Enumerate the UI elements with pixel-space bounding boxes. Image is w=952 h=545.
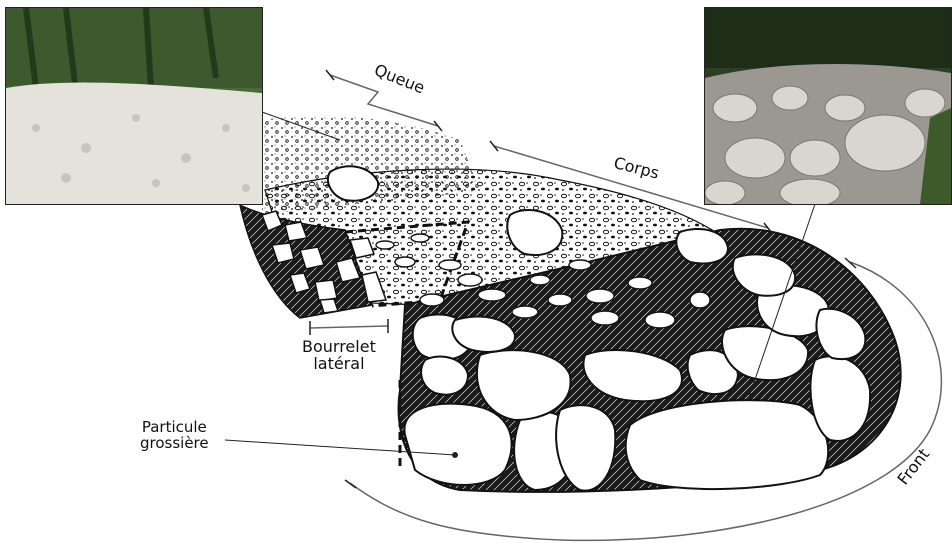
pebble <box>569 260 591 270</box>
pebble <box>548 294 572 306</box>
boulder <box>676 229 728 264</box>
debris-front-photo <box>704 7 952 205</box>
boulder <box>810 356 870 441</box>
pebble <box>645 312 675 328</box>
pebble <box>395 257 415 267</box>
pebble <box>478 289 506 301</box>
boulder <box>315 280 337 301</box>
pebble <box>420 294 444 306</box>
debris-tail-photo <box>5 7 263 205</box>
pebble <box>591 311 619 325</box>
particule-line-2: grossière <box>140 436 209 452</box>
particule-dot <box>453 453 458 458</box>
pebble <box>512 306 538 318</box>
pebble <box>458 274 482 286</box>
boulder <box>421 356 468 394</box>
bourrelet-lateral-label: Bourrelet latéral <box>302 339 376 373</box>
boulder <box>320 299 338 313</box>
boulder <box>328 166 378 200</box>
particule-grossiere-label: Particule grossière <box>140 420 209 452</box>
pebble <box>411 234 429 242</box>
boulder <box>626 400 829 489</box>
pebble <box>586 289 614 303</box>
bourrelet-line-2: latéral <box>302 356 376 373</box>
boulder <box>404 404 511 485</box>
pebble <box>376 241 394 249</box>
pebble <box>530 275 550 285</box>
pebble <box>439 260 461 270</box>
pebble <box>690 292 710 308</box>
pebble <box>628 277 652 289</box>
bourrelet-arrow <box>310 326 388 328</box>
